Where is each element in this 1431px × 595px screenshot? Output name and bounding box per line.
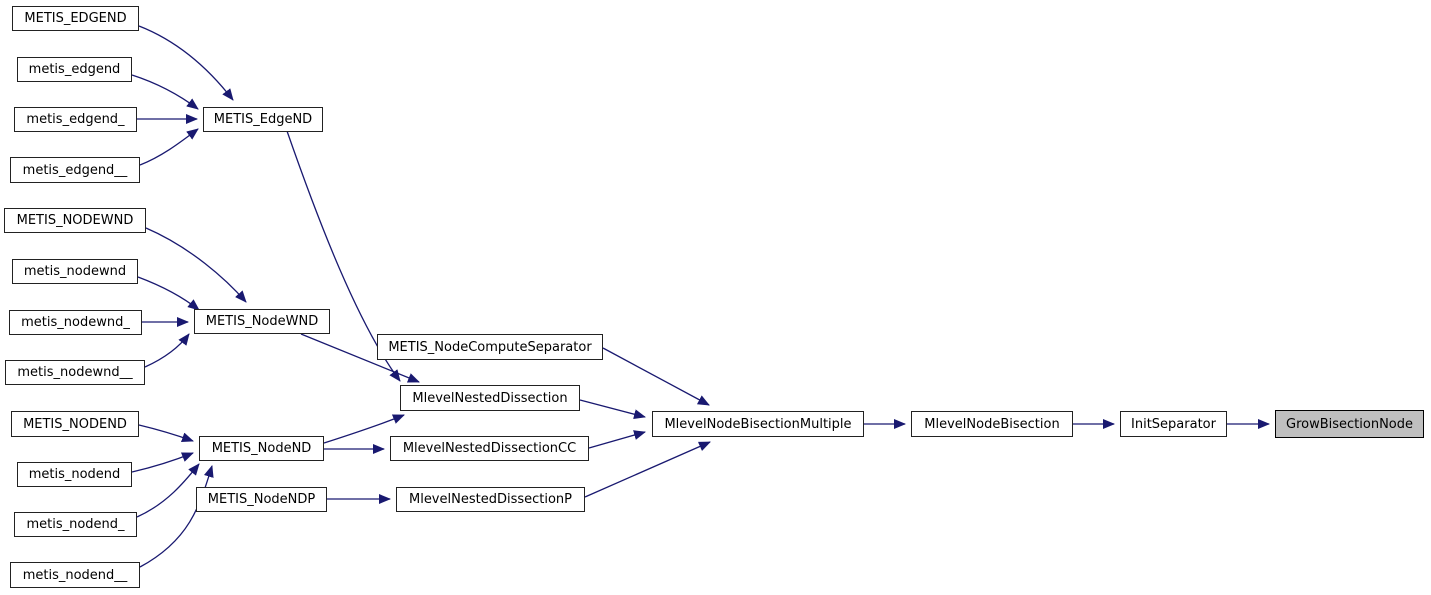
node-METIS_NodeComputeSeparator[interactable]: METIS_NodeComputeSeparator: [377, 334, 603, 360]
edge-METIS_NodeWND-MlevelNestedDissection: [300, 333, 420, 383]
edge-metis_nodend-METIS_NodeND: [131, 452, 194, 473]
edge-METIS_NODEWND-METIS_NodeWND: [145, 227, 247, 303]
node-metis_nodend[interactable]: metis_nodend: [17, 462, 132, 487]
edge-metis_nodend_-METIS_NodeND: [136, 463, 200, 518]
node-METIS_EDGEND[interactable]: METIS_EDGEND: [12, 6, 139, 31]
node-METIS_NODEWND[interactable]: METIS_NODEWND: [4, 208, 146, 233]
node-MlevelNodeBisectionMultiple[interactable]: MlevelNodeBisectionMultiple: [652, 411, 864, 437]
edge-metis_nodend__-METIS_NodeND: [139, 465, 214, 568]
node-metis_edgend[interactable]: metis_edgend: [17, 57, 132, 82]
edge-METIS_NodeND-MlevelNestedDissection: [323, 414, 405, 444]
edge-METIS_NODEND-METIS_NodeND: [138, 424, 194, 443]
edge-metis_nodewnd__-METIS_NodeWND: [144, 333, 190, 368]
edge-metis_nodewnd-METIS_NodeWND: [137, 276, 200, 311]
node-metis_edgend_[interactable]: metis_edgend_: [14, 107, 137, 132]
node-METIS_NODEND[interactable]: METIS_NODEND: [11, 411, 139, 437]
edge-MlevelNestedDissection-MlevelNodeBisectionMultiple: [579, 399, 646, 420]
node-metis_nodend__[interactable]: metis_nodend__: [10, 562, 140, 588]
node-METIS_NodeND[interactable]: METIS_NodeND: [199, 436, 324, 461]
edge-MlevelNestedDissectionP-MlevelNodeBisectionMultiple: [584, 441, 711, 498]
node-MlevelNodeBisection[interactable]: MlevelNodeBisection: [911, 411, 1073, 437]
node-METIS_EdgeND[interactable]: METIS_EdgeND: [203, 107, 323, 132]
node-metis_nodewnd__[interactable]: metis_nodewnd__: [5, 360, 145, 385]
node-metis_edgend__[interactable]: metis_edgend__: [10, 157, 140, 183]
node-METIS_NodeWND[interactable]: METIS_NodeWND: [194, 309, 330, 334]
edge-metis_edgend-METIS_EdgeND: [131, 74, 199, 110]
node-MlevelNestedDissectionCC[interactable]: MlevelNestedDissectionCC: [390, 436, 589, 461]
node-metis_nodewnd_[interactable]: metis_nodewnd_: [9, 310, 142, 335]
node-metis_nodend_[interactable]: metis_nodend_: [14, 512, 137, 537]
edge-METIS_NodeComputeSeparator-MlevelNodeBisectionMultiple: [602, 347, 710, 406]
node-GrowBisectionNode[interactable]: GrowBisectionNode: [1275, 410, 1424, 438]
edge-MlevelNestedDissectionCC-MlevelNodeBisectionMultiple: [588, 430, 646, 449]
edge-METIS_EDGEND-METIS_EdgeND: [138, 25, 234, 101]
node-MlevelNestedDissectionP[interactable]: MlevelNestedDissectionP: [396, 487, 585, 512]
node-InitSeparator[interactable]: InitSeparator: [1120, 411, 1227, 437]
node-metis_nodewnd[interactable]: metis_nodewnd: [12, 259, 138, 284]
node-MlevelNestedDissection[interactable]: MlevelNestedDissection: [400, 385, 580, 411]
node-METIS_NodeNDP[interactable]: METIS_NodeNDP: [196, 487, 327, 512]
edge-metis_edgend__-METIS_EdgeND: [139, 128, 199, 166]
